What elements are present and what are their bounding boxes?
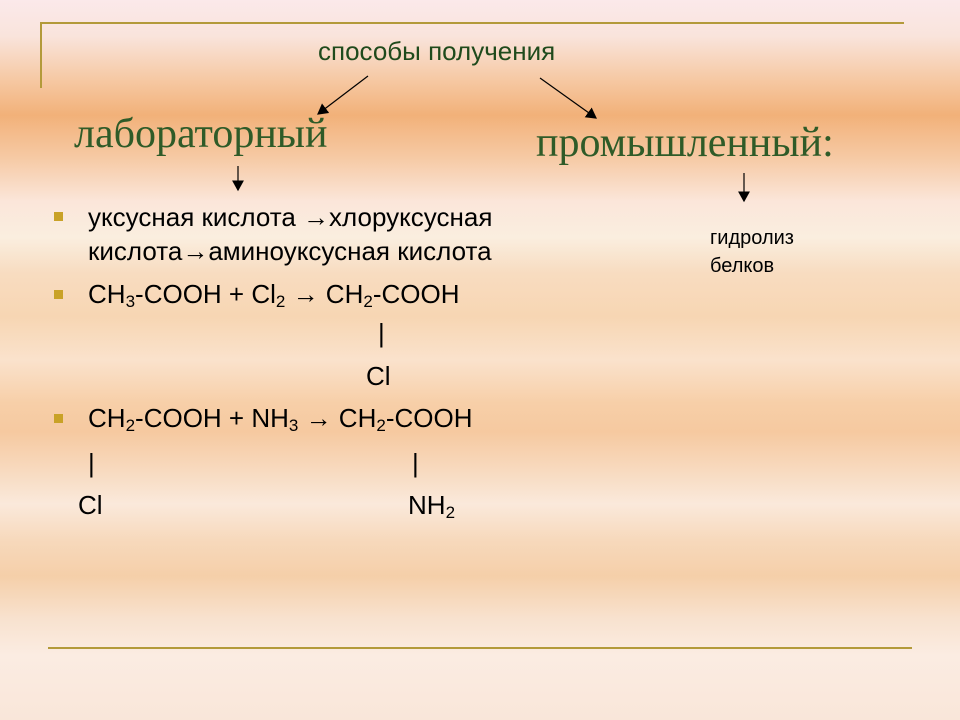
eq1-part: → CH	[285, 279, 364, 309]
laboratory-heading: лабораторный	[74, 111, 328, 157]
eq2-part: -COOH + NH	[135, 403, 289, 433]
eq1-part: -COOH + Cl	[135, 279, 276, 309]
eq1-sub: 2	[275, 292, 286, 311]
eq1-chlorine: Cl	[366, 361, 391, 391]
eq1-part: -COOH	[372, 279, 460, 309]
hydrolysis-line1: гидролиз	[710, 227, 794, 249]
eq1-sub: 2	[363, 292, 373, 311]
eq2-sub: 2	[125, 416, 136, 435]
arrow-to-industrial	[539, 77, 597, 119]
eq2-sub: 2	[445, 503, 456, 522]
bullet1-line1: уксусная кислота →хлоруксусная	[88, 202, 493, 232]
eq2-ch: CH	[88, 403, 126, 433]
eq2-amino: NH2	[408, 490, 455, 523]
bullet-marker	[54, 290, 63, 299]
eq2-part: → CH	[298, 403, 377, 433]
industrial-heading: промышленный:	[536, 120, 834, 166]
frame-top-line	[40, 22, 904, 24]
hydrolysis-line2: белков	[710, 255, 775, 277]
bullet-marker	[54, 414, 63, 423]
bullet-marker	[54, 212, 63, 221]
slide-title: способы получения	[318, 36, 556, 66]
eq2-bond-left: |	[88, 448, 95, 478]
eq2-nh: NH	[408, 490, 446, 520]
eq2-sub: 3	[288, 416, 299, 435]
eq1-bond: |	[378, 318, 385, 348]
arrow-to-laboratory	[317, 75, 369, 115]
equation2: CH2-COOH + NH3 → CH2-COOH	[88, 403, 472, 436]
eq1-sub: 3	[125, 292, 136, 311]
eq2-bond-right: |	[412, 448, 419, 478]
eq1-ch: CH	[88, 279, 126, 309]
frame-left-line	[40, 22, 42, 88]
eq2-part: -COOH	[385, 403, 473, 433]
equation1: CH3-COOH + Cl2 → CH2-COOH	[88, 279, 459, 312]
frame-bottom-line	[48, 647, 912, 649]
eq2-chlorine: Cl	[78, 490, 103, 520]
eq2-sub: 2	[376, 416, 386, 435]
bullet1-line2: кислота→аминоуксусная кислота	[88, 236, 492, 266]
